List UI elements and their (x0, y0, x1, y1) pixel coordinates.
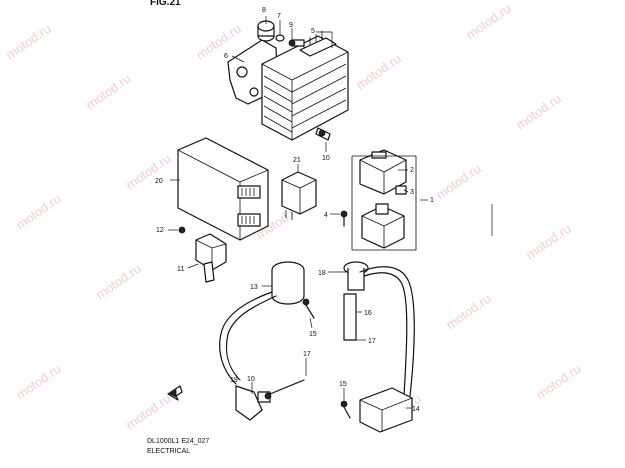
watermark: motod.ru (83, 71, 134, 113)
callout-8: 8 (262, 7, 266, 14)
callout-15-upper: 15 (309, 331, 317, 338)
starter-relay-assembly (340, 149, 428, 251)
sensor (178, 226, 227, 283)
watermark: motod.ru (93, 261, 144, 303)
watermark: motod.ru (433, 161, 484, 203)
callout-12: 12 (156, 227, 164, 234)
watermark: motod.ru (3, 21, 54, 63)
watermark: motod.ru (353, 51, 404, 93)
watermark: motod.ru (523, 221, 574, 263)
callout-18: 18 (318, 270, 326, 277)
callout-11: 11 (177, 266, 184, 273)
ignition-coil-rear (340, 261, 415, 433)
watermark: motod.ru (513, 91, 564, 133)
callout-21: 21 (293, 157, 301, 164)
model-code: DL1000L1 E24_027 (147, 438, 210, 445)
callout-16: 16 (364, 310, 372, 317)
callout-15-lower: 15 (339, 381, 347, 388)
leader-lines (168, 16, 412, 409)
callout-9: 9 (289, 22, 293, 29)
callout-3: 3 (410, 189, 414, 196)
watermark: motod.ru (463, 1, 514, 43)
callout-1: 1 (430, 197, 434, 204)
callout-5: 5 (311, 28, 315, 35)
callout-17-lower: 17 (303, 351, 311, 358)
callout-7: 7 (277, 13, 281, 20)
callout-4: 4 (324, 212, 328, 219)
watermark: motod.ru (443, 291, 494, 333)
callout-20: 20 (155, 178, 163, 185)
callout-14: 14 (412, 406, 420, 413)
watermark: motod.ru (533, 361, 584, 403)
callout-10-lower: 10 (247, 376, 255, 383)
callout-10-top: 10 (322, 155, 330, 162)
watermark: motod.ru (123, 151, 174, 193)
page-title-fragment: FIG.21 (150, 0, 181, 8)
front-arrow-icon (167, 385, 183, 401)
ignition-coil-front (219, 261, 315, 421)
callout-2: 2 (410, 167, 414, 174)
callout-17-right: 17 (368, 338, 376, 345)
section-caption: ELECTRICAL (147, 448, 191, 455)
watermark: motod.ru (13, 361, 64, 403)
callout-13: 13 (250, 284, 258, 291)
callout-19: 19 (230, 377, 238, 384)
callout-labels: 8 7 9 5 6 10 20 21 2 3 1 4 12 11 13 18 1… (155, 7, 434, 413)
regulator-rectifier (227, 20, 349, 141)
watermark: motod.ru (123, 391, 174, 433)
callout-6: 6 (224, 53, 228, 60)
ecm-unit (177, 137, 269, 241)
watermark: motod.ru (13, 191, 64, 233)
